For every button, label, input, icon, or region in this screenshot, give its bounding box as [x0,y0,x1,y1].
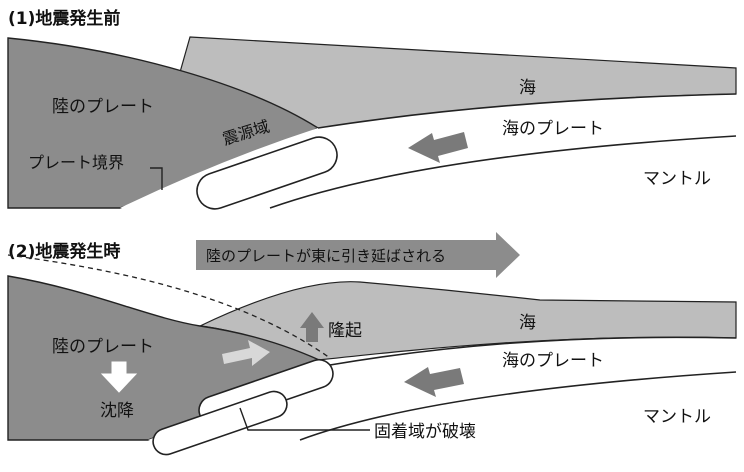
panel1-title: (1)地震発生前 [8,8,120,29]
oceanic-plate-bottom-line [269,135,737,209]
previous-surface-dashed [7,254,331,359]
label-sea-plate-1: 海のプレート [502,119,604,139]
label-locked-zone: 固着域が破壊 [374,422,476,442]
land-motion-arrow [222,340,270,366]
oceanic-plate-bottom-line-2 [299,371,737,441]
banner-text: 陸のプレートが東に引き延ばされる [206,247,446,265]
label-land-plate-1: 陸のプレート [52,97,154,117]
lower-capsule [152,390,288,456]
plate-motion-arrow [408,132,468,163]
label-mantle-2: マントル [643,407,711,427]
uplift-arrow [300,312,324,342]
subsidence-arrow [100,361,138,393]
oceanic-plate-top-line-2 [329,336,737,366]
label-sea-2: 海 [519,313,536,333]
focal-region-capsule [196,136,338,210]
plate-motion-arrow-2 [404,367,464,397]
panel-during: (2)地震発生時 陸のプレートが東に引き延ばされる 陸のプレート 隆起 沈降 海 [7,232,737,456]
panel-before: (1)地震発生前 陸のプレート 海 海のプレート 震源域 プレート境界 マントル [7,8,737,210]
label-sea-plate-2: 海のプレート [502,351,604,371]
extension-banner-arrow [196,232,520,278]
oceanic-plate-2 [148,337,736,440]
oceanic-plate-top-line [317,93,737,129]
label-land-plate-2: 陸のプレート [52,337,154,357]
label-subsidence: 沈降 [100,401,134,421]
panel2-title: (2)地震発生時 [8,241,120,262]
plate-boundary-leader [150,167,163,190]
label-sea-1: 海 [519,78,536,98]
label-mantle-1: マントル [643,169,711,189]
label-uplift: 隆起 [328,321,362,341]
locked-zone-leader [239,407,370,431]
label-plate-boundary: プレート境界 [28,153,124,172]
